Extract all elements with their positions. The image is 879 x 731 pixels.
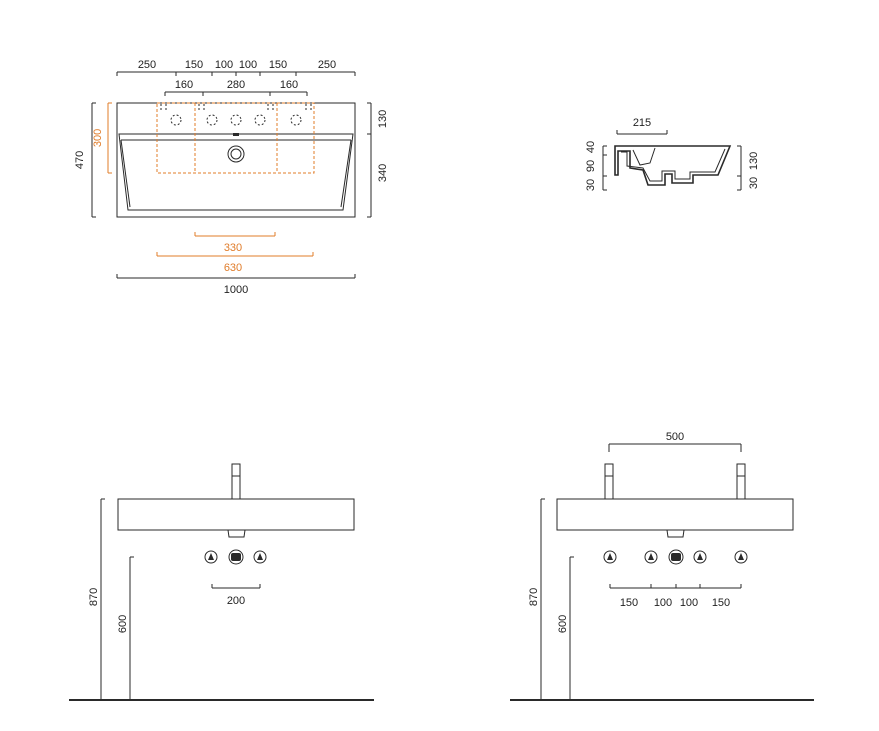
dim-label: 100 — [239, 59, 257, 71]
dim-label: 100 — [654, 597, 672, 609]
valve-icon — [644, 550, 658, 564]
tap-zone-outline — [156, 102, 315, 174]
overflow-slot — [233, 133, 239, 136]
valve-icon — [253, 550, 267, 564]
faucet — [604, 463, 614, 500]
dim-label: 30 — [585, 179, 597, 191]
tap-hole-marker — [254, 114, 266, 126]
drain-trap — [666, 529, 685, 538]
dim-label: 40 — [585, 141, 597, 153]
tap-hole-marker — [230, 114, 242, 126]
drain-outlet-icon — [668, 549, 684, 565]
drain-inner-ring — [230, 148, 242, 160]
dim-label: 90 — [585, 160, 597, 172]
dim-label: 1000 — [224, 284, 248, 296]
tap-hole-marker — [206, 114, 218, 126]
second-dimension-chain: 160 280 160 — [164, 79, 308, 96]
dim-label-orange: 630 — [224, 262, 242, 274]
dim-label: 150 — [712, 597, 730, 609]
basin-section-profile — [614, 145, 732, 186]
outlet-icons — [204, 549, 267, 565]
dim-label-orange: 300 — [92, 129, 104, 147]
tap-hole-marker — [290, 114, 302, 126]
valve-icon — [734, 550, 748, 564]
faucet — [736, 463, 746, 500]
dim-label: 470 — [74, 151, 86, 169]
faucet — [231, 463, 241, 500]
dim-label: 130 — [377, 110, 389, 128]
basin-front — [556, 498, 794, 531]
dim-label: 280 — [227, 79, 245, 91]
dim-label: 150 — [185, 59, 203, 71]
drain-trap — [227, 529, 246, 538]
valve-icon — [603, 550, 617, 564]
basin-outer-outline — [116, 102, 356, 218]
outlet-icons — [603, 549, 748, 565]
dim-label: 340 — [377, 164, 389, 182]
valve-icon — [693, 550, 707, 564]
dim-label: 870 — [528, 588, 540, 606]
dim-label-orange: 330 — [224, 242, 242, 254]
dim-label: 130 — [748, 152, 760, 170]
dim-label: 100 — [680, 597, 698, 609]
dim-label: 100 — [215, 59, 233, 71]
dim-label: 30 — [748, 177, 760, 189]
drain-outlet-icon — [228, 549, 244, 565]
dim-label: 160 — [280, 79, 298, 91]
dim-label: 160 — [175, 79, 193, 91]
front-view-double-tap: 500 150 100 100 150 870 — [510, 431, 814, 701]
dim-label: 215 — [633, 117, 651, 129]
top-view: 250 150 100 100 150 250 160 280 160 — [74, 59, 389, 296]
dim-label: 870 — [88, 588, 100, 606]
drain-outer-ring — [227, 145, 245, 163]
dim-label: 150 — [269, 59, 287, 71]
side-section-view: 215 40 90 30 130 30 — [585, 117, 760, 191]
dim-label: 250 — [138, 59, 156, 71]
valve-icon — [204, 550, 218, 564]
basin-front — [117, 498, 355, 531]
front-view-single-tap: 200 870 600 — [69, 463, 374, 701]
dim-label: 600 — [557, 615, 569, 633]
dim-label: 250 — [318, 59, 336, 71]
top-dimension-chain: 250 150 100 100 150 250 — [116, 59, 356, 76]
dim-label: 150 — [620, 597, 638, 609]
tap-hole-marker — [170, 114, 182, 126]
basin-inner-bowl — [118, 133, 354, 211]
dim-label: 600 — [117, 615, 129, 633]
dim-label: 500 — [666, 431, 684, 443]
dim-label: 200 — [227, 595, 245, 607]
basin-section-inner — [621, 148, 726, 182]
